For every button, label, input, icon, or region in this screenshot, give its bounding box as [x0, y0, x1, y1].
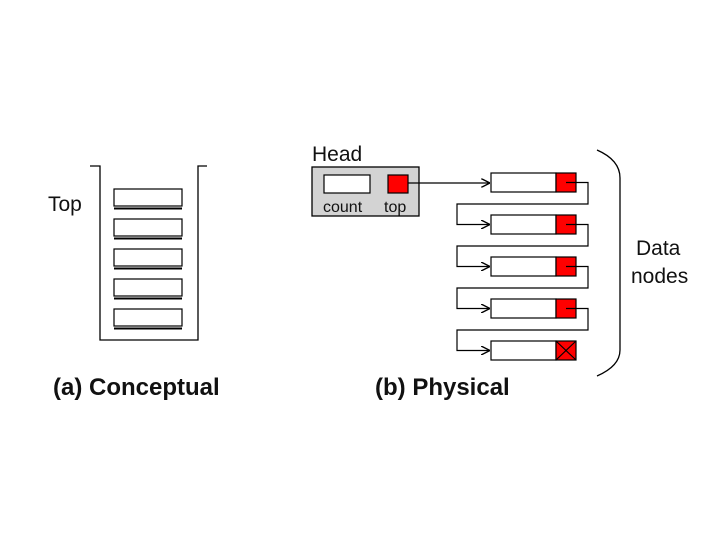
data-node — [490, 340, 577, 361]
next-link-arrow — [456, 265, 589, 309]
node-data-field — [490, 214, 557, 235]
top-field-label: top — [384, 199, 406, 216]
count-field — [323, 174, 371, 194]
next-link-arrow — [456, 181, 589, 225]
data-nodes — [456, 172, 589, 361]
stack-slot — [113, 188, 183, 207]
null-pointer-mark — [555, 340, 577, 361]
stack-slots — [113, 188, 183, 330]
head-label: Head — [312, 143, 362, 166]
node-data-field — [490, 172, 557, 193]
stack-slot — [113, 248, 183, 267]
data-node — [456, 214, 589, 267]
physical-stack: Head count top Data nodes (b) Physical — [311, 143, 688, 401]
node-data-field — [490, 298, 557, 319]
count-label: count — [323, 199, 363, 216]
top-label: Top — [48, 193, 82, 216]
conceptual-caption: (a) Conceptual — [53, 374, 220, 401]
nodes-label: nodes — [631, 265, 688, 288]
data-nodes-brace — [596, 149, 621, 377]
next-link-arrow — [456, 223, 589, 267]
stack-slot — [113, 218, 183, 237]
stack-slot — [113, 278, 183, 297]
stack-slot — [113, 308, 183, 327]
conceptual-stack: Top (a) Conceptual — [48, 165, 220, 401]
data-node — [456, 172, 589, 225]
node-data-field — [490, 340, 557, 361]
physical-caption: (b) Physical — [375, 374, 510, 401]
node-data-field — [490, 256, 557, 277]
data-node — [456, 298, 589, 351]
top-pointer-field — [387, 174, 409, 194]
next-link-arrow — [456, 307, 589, 351]
stack-container — [90, 165, 207, 341]
data-node — [456, 256, 589, 309]
data-label: Data — [636, 237, 681, 260]
